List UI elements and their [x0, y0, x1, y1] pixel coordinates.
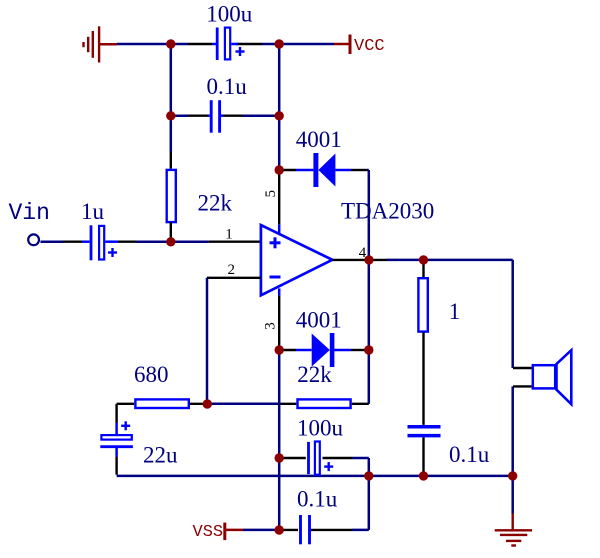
- svg-text:5: 5: [263, 190, 279, 198]
- svg-text:VSS: VSS: [193, 523, 224, 542]
- svg-text:4001: 4001: [296, 127, 342, 152]
- svg-text:4: 4: [359, 245, 367, 261]
- svg-text:TDA2030: TDA2030: [341, 199, 434, 224]
- svg-text:2: 2: [228, 262, 236, 278]
- svg-text:22k: 22k: [198, 191, 233, 216]
- svg-text:100u: 100u: [206, 1, 253, 26]
- svg-text:22u: 22u: [143, 443, 178, 468]
- svg-text:680: 680: [134, 362, 169, 387]
- svg-text:1u: 1u: [81, 199, 105, 224]
- svg-text:Vin: Vin: [9, 200, 50, 226]
- svg-text:100u: 100u: [297, 416, 344, 441]
- svg-text:4001: 4001: [296, 307, 342, 332]
- svg-text:VCC: VCC: [354, 37, 385, 56]
- svg-text:3: 3: [263, 322, 279, 330]
- svg-text:0.1u: 0.1u: [449, 442, 490, 467]
- svg-text:1: 1: [225, 227, 233, 243]
- svg-text:22k: 22k: [297, 362, 332, 387]
- svg-text:0.1u: 0.1u: [207, 74, 248, 99]
- svg-text:1: 1: [449, 299, 461, 324]
- svg-text:0.1u: 0.1u: [297, 486, 338, 511]
